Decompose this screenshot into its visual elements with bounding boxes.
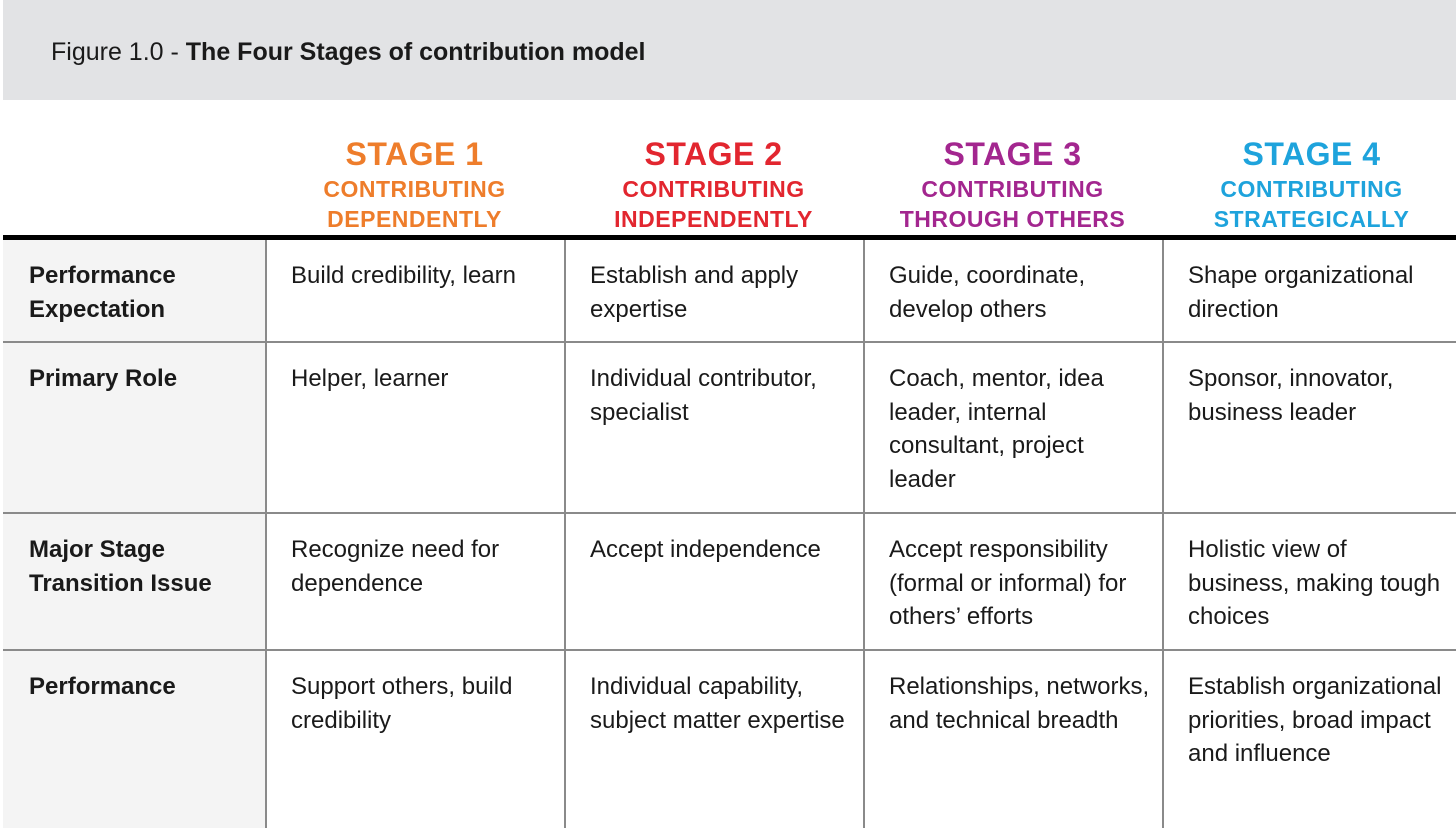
table-row-major-stage-transition-issue: Major Stage Transition Issue Recognize n… xyxy=(3,514,1456,651)
row-label: Major Stage Transition Issue xyxy=(3,514,265,649)
stage-header-1: STAGE 1 CONTRIBUTING DEPENDENTLY xyxy=(265,134,564,234)
table-cell-stage-2: Individual contributor, specialist xyxy=(564,343,863,512)
stage-subtitle-line2: DEPENDENTLY xyxy=(327,206,502,232)
table-cell-stage-3: Guide, coordinate, develop others xyxy=(863,240,1162,341)
row-label: Performance xyxy=(3,651,265,828)
row-label: Primary Role xyxy=(3,343,265,512)
row-label: Performance Expectation xyxy=(3,240,265,341)
stage-number: STAGE 2 xyxy=(644,136,783,172)
header-divider xyxy=(3,235,1456,240)
table-row-performance: Performance Support others, build credib… xyxy=(3,651,1456,828)
stage-number: STAGE 3 xyxy=(943,136,1082,172)
table-cell-stage-4: Shape organizational direction xyxy=(1162,240,1456,341)
figure-banner: Figure 1.0 - The Four Stages of contribu… xyxy=(3,0,1456,100)
table-row-performance-expectation: Performance Expectation Build credibilit… xyxy=(3,240,1456,343)
table-cell-stage-1: Helper, learner xyxy=(265,343,564,512)
stage-subtitle-line1: CONTRIBUTING xyxy=(323,176,506,202)
table-cell-stage-1: Build credibility, learn xyxy=(265,240,564,341)
stage-header-3: STAGE 3 CONTRIBUTING THROUGH OTHERS xyxy=(863,134,1162,234)
table-cell-stage-2: Establish and apply expertise xyxy=(564,240,863,341)
table-cell-stage-4: Sponsor, innovator, business leader xyxy=(1162,343,1456,512)
stage-header-4: STAGE 4 CONTRIBUTING STRATEGICALLY xyxy=(1162,134,1456,234)
stage-subtitle-line2: THROUGH OTHERS xyxy=(899,206,1126,232)
figure-title: The Four Stages of contribution model xyxy=(185,38,646,66)
table-cell-stage-1: Recognize need for dependence xyxy=(265,514,564,649)
table-cell-stage-3: Coach, mentor, idea leader, internal con… xyxy=(863,343,1162,512)
stage-subtitle-line1: CONTRIBUTING xyxy=(921,176,1104,202)
table-cell-stage-4: Establish organizational priorities, bro… xyxy=(1162,651,1456,828)
figure-caption: Figure 1.0 - The Four Stages of contribu… xyxy=(51,36,646,68)
stage-number: STAGE 1 xyxy=(345,136,484,172)
stages-table: Performance Expectation Build credibilit… xyxy=(3,240,1456,828)
table-row-primary-role: Primary Role Helper, learner Individual … xyxy=(3,343,1456,514)
stage-number: STAGE 4 xyxy=(1242,136,1381,172)
table-cell-stage-3: Relationships, networks, and technical b… xyxy=(863,651,1162,828)
stage-subtitle-line1: CONTRIBUTING xyxy=(622,176,805,202)
table-cell-stage-1: Support others, build credibility xyxy=(265,651,564,828)
stage-subtitle-line1: CONTRIBUTING xyxy=(1220,176,1403,202)
table-cell-stage-4: Holistic view of business, making tough … xyxy=(1162,514,1456,649)
table-cell-stage-2: Individual capability, subject matter ex… xyxy=(564,651,863,828)
stage-header-2: STAGE 2 CONTRIBUTING INDEPENDENTLY xyxy=(564,134,863,234)
figure-number: Figure 1.0 - xyxy=(51,38,186,66)
table-cell-stage-2: Accept independence xyxy=(564,514,863,649)
stage-subtitle-line2: INDEPENDENTLY xyxy=(614,206,813,232)
stage-subtitle-line2: STRATEGICALLY xyxy=(1213,206,1410,232)
table-cell-stage-3: Accept responsibility (formal or informa… xyxy=(863,514,1162,649)
